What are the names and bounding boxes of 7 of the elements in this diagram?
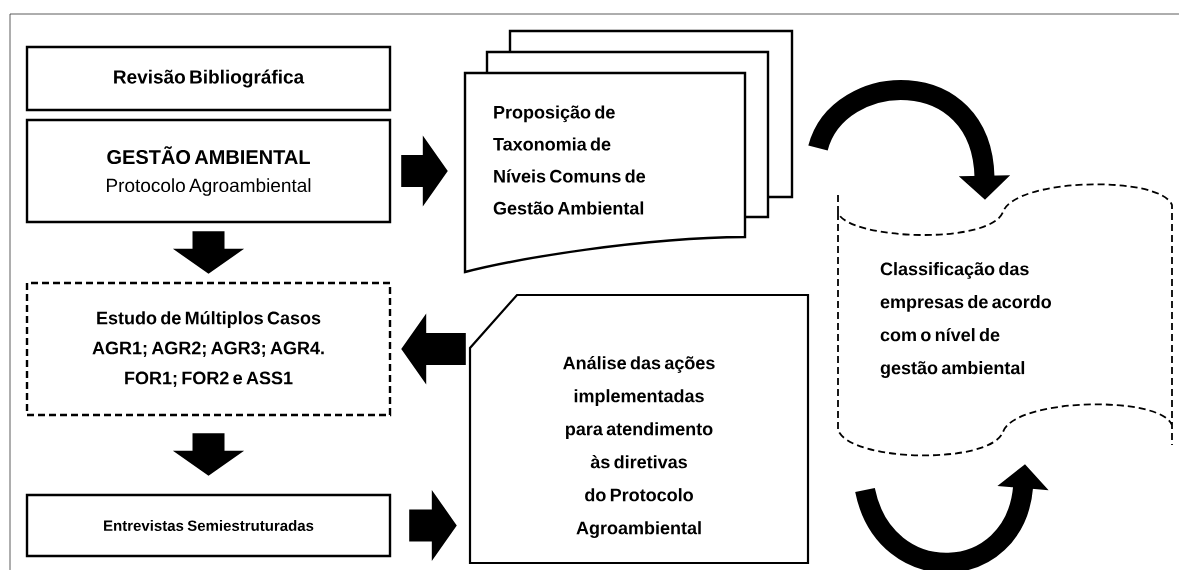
document-stack: Proposição de Taxonomia de Níveis Comuns de Gestão Ambiental bbox=[463, 29, 794, 274]
process-box: Entrevistas Semiestruturadas bbox=[25, 493, 392, 558]
punched-tape: Classificação das empresas de acordo com o nível de gestão ambiental bbox=[837, 183, 1173, 457]
process-box: Estudo de Múltiplos Casos AGR1; AGR2; AGR3; AGR4. FOR1; FOR2 e ASS1 bbox=[25, 281, 392, 417]
card-box: Análise das ações implementadas para atendimento às diretivas do Protocolo Agroambiental bbox=[468, 293, 810, 565]
process-box: Revisão Bibliográfica bbox=[25, 45, 392, 112]
process-box: GESTÃO AMBIENTAL Protocolo Agroambiental bbox=[25, 118, 392, 224]
